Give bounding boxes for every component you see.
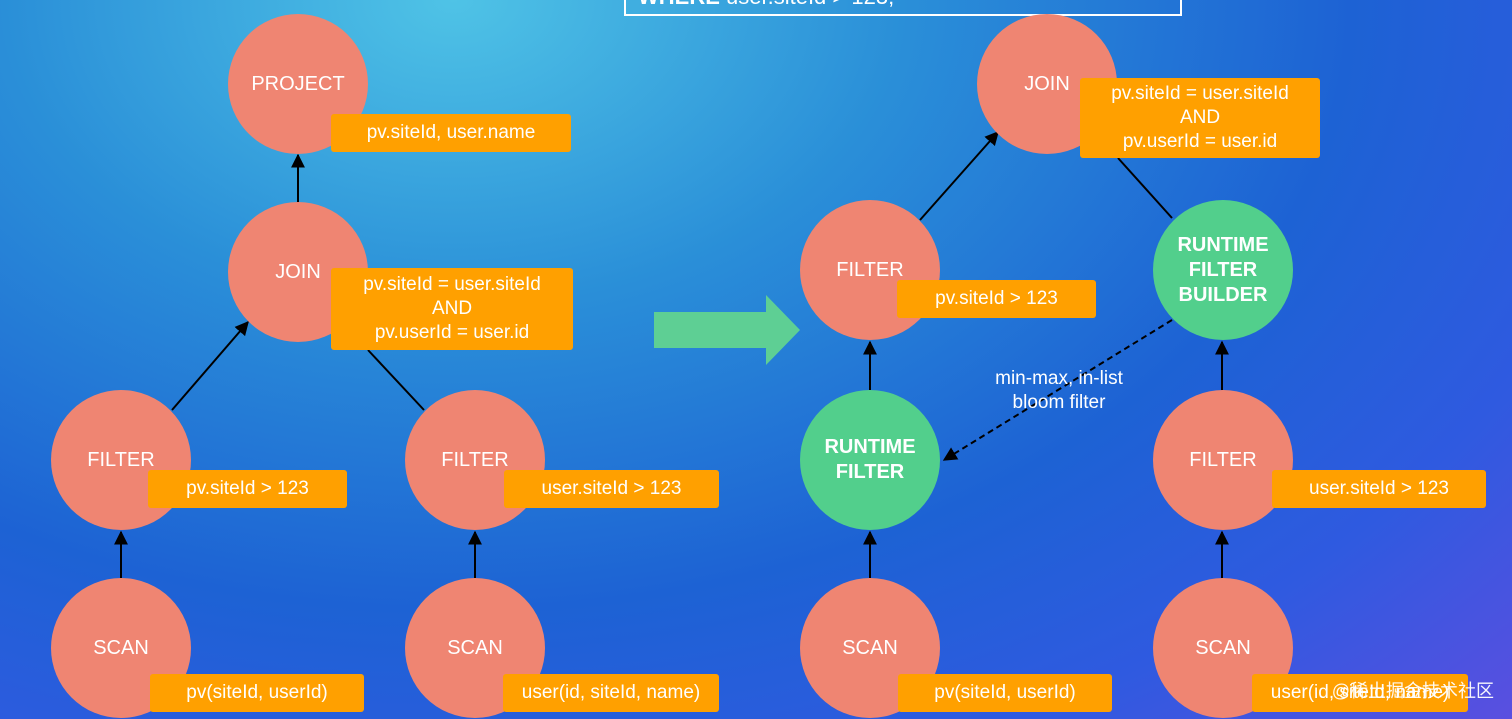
transform-arrow <box>654 295 800 365</box>
tag-join-line-3: pv.userId = user.id <box>374 322 530 343</box>
node-scan-pv-label: SCAN <box>93 636 149 659</box>
tag-join-line-1: pv.siteId = user.siteId <box>363 274 541 295</box>
builder-label-line-3: BUILDER <box>1178 283 1268 306</box>
edge-note: min-max, in-list bloom filter <box>964 367 1154 415</box>
tag-filter-pv-right: pv.siteId > 123 <box>897 280 1096 318</box>
runtime-filter-label-line-2: FILTER <box>835 461 905 483</box>
sql-where-box: WHERE user.siteId > 123; <box>624 0 1182 16</box>
tag-join-right-line-1: pv.siteId = user.siteId <box>1111 83 1289 104</box>
node-scan-user-label: SCAN <box>447 636 503 659</box>
tag-join-right-line-2: AND <box>1179 107 1221 128</box>
edge-filter-pv-to-join <box>171 320 249 411</box>
edge-note-line-1: min-max, in-list <box>995 368 1123 389</box>
tag-join: pv.siteId = user.siteId AND pv.userId = … <box>331 268 573 350</box>
sql-condition: user.siteId > 123; <box>726 0 894 9</box>
sql-keyword: WHERE <box>638 0 720 9</box>
node-runtime-filter-builder: RUNTIME FILTER BUILDER <box>1153 200 1293 340</box>
tag-join-right-line-3: pv.userId = user.id <box>1122 131 1278 152</box>
tag-join-right: pv.siteId = user.siteId AND pv.userId = … <box>1080 78 1320 158</box>
edge-builder-to-join <box>1117 157 1173 219</box>
node-filter-pv-right-label: FILTER <box>836 258 904 281</box>
node-join-right-label: JOIN <box>1024 72 1070 95</box>
node-filter-user-right-label: FILTER <box>1189 448 1257 471</box>
tag-scan-user-right: user(id, siteId, name) <box>1252 674 1468 712</box>
tag-project: pv.siteId, user.name <box>331 114 571 152</box>
node-filter-pv-label: FILTER <box>87 448 155 471</box>
tag-filter-pv-right-text: pv.siteId > 123 <box>935 288 1058 309</box>
node-filter-pv: FILTER <box>51 390 191 530</box>
node-project-label: PROJECT <box>251 72 345 95</box>
node-scan-user-right-label: SCAN <box>1195 636 1251 659</box>
node-filter-user-label: FILTER <box>441 448 509 471</box>
node-runtime-filter-label: RUNTIME FILTER <box>824 435 915 485</box>
edge-filter-pv-to-join-right <box>919 130 999 221</box>
builder-label-line-1: RUNTIME <box>1177 233 1269 256</box>
tag-scan-user-text: user(id, siteId, name) <box>521 682 701 703</box>
node-join-label: JOIN <box>275 260 321 283</box>
node-runtime-filter-builder-label: RUNTIME FILTER BUILDER <box>1177 233 1268 308</box>
tag-project-text: pv.siteId, user.name <box>366 122 536 143</box>
tag-filter-user-text: user.siteId > 123 <box>541 478 682 499</box>
tag-filter-user: user.siteId > 123 <box>504 470 719 508</box>
runtime-filter-label-line-1: RUNTIME <box>824 436 916 458</box>
tag-filter-pv-text: pv.siteId > 123 <box>186 478 309 499</box>
node-filter-user-right: FILTER <box>1153 390 1293 530</box>
tag-join-line-2: AND <box>431 298 473 319</box>
node-filter-user: FILTER <box>405 390 545 530</box>
tag-scan-user: user(id, siteId, name) <box>503 674 719 712</box>
node-filter-pv-right: FILTER <box>800 200 940 340</box>
node-scan-pv-right-label: SCAN <box>842 636 898 659</box>
edge-builder-to-runtime-filter <box>942 319 1173 461</box>
tag-filter-user-right: user.siteId > 123 <box>1272 470 1486 508</box>
edge-filter-user-to-join <box>367 349 425 411</box>
watermark: @稀土掘金技术社区 <box>1331 681 1494 701</box>
tag-scan-pv: pv(siteId, userId) <box>150 674 364 712</box>
tag-scan-pv-right-text: pv(siteId, userId) <box>934 682 1076 703</box>
builder-label-line-2: FILTER <box>1188 258 1258 281</box>
node-runtime-filter: RUNTIME FILTER <box>800 390 940 530</box>
tag-filter-pv: pv.siteId > 123 <box>148 470 347 508</box>
edge-note-line-2: bloom filter <box>1012 392 1106 413</box>
tag-scan-pv-right: pv(siteId, userId) <box>898 674 1112 712</box>
tag-filter-user-right-text: user.siteId > 123 <box>1309 478 1449 499</box>
tag-scan-user-right-text: user(id, siteId, name) <box>1270 682 1450 703</box>
tag-scan-pv-text: pv(siteId, userId) <box>186 682 328 703</box>
